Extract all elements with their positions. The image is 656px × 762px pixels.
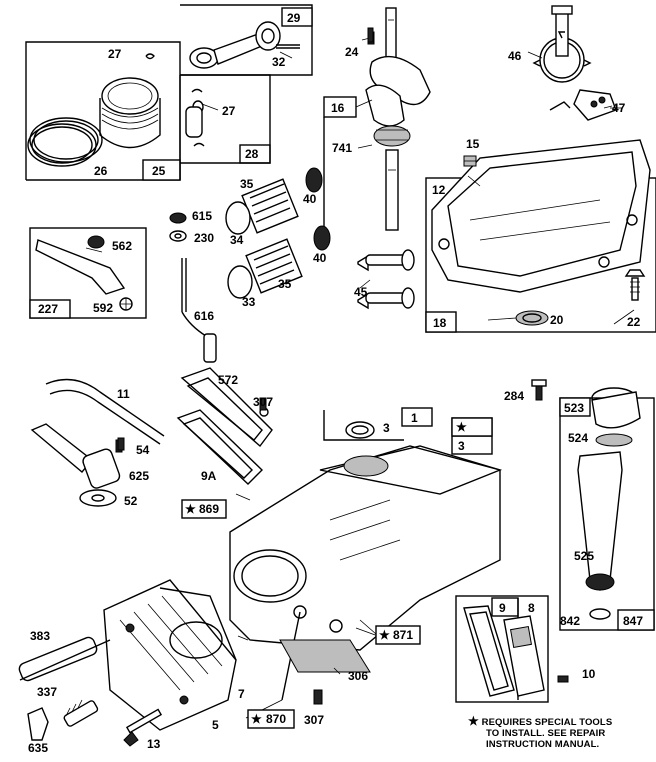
label-40-lower: 40 <box>313 251 327 265</box>
label-11: 11 <box>117 387 130 401</box>
label-25: 25 <box>152 164 166 178</box>
label-635: 635 <box>28 741 48 755</box>
fasteners-group <box>117 27 543 705</box>
label-13: 13 <box>147 737 161 751</box>
label-24: 24 <box>345 45 359 59</box>
label-26: 26 <box>94 164 108 178</box>
label-842: 842 <box>560 614 580 628</box>
crankshaft-group <box>323 7 431 240</box>
label-28: 28 <box>245 147 259 161</box>
label-52: 52 <box>124 494 138 508</box>
label-525: 525 <box>574 549 594 563</box>
label-869: 869 <box>199 502 219 516</box>
special-tool-boxes: ★ ★ 869 ★ 871 ★ 870 <box>181 417 493 729</box>
valves-group <box>169 167 331 299</box>
label-572: 572 <box>218 373 238 387</box>
label-54: 54 <box>136 443 150 457</box>
breather-group <box>455 595 569 703</box>
tool-group <box>29 227 147 319</box>
label-307-lower: 307 <box>304 713 324 727</box>
label-46: 46 <box>508 49 522 63</box>
label-871: 871 <box>393 628 413 642</box>
label-35-lower: 35 <box>278 277 292 291</box>
label-10: 10 <box>582 667 596 681</box>
label-337: 337 <box>37 685 57 699</box>
note-line-2: TO INSTALL. SEE REPAIR <box>486 728 606 739</box>
label-27-top: 27 <box>108 47 122 61</box>
label-284: 284 <box>504 389 524 403</box>
label-562: 562 <box>112 239 132 253</box>
cam-gear-group <box>532 5 622 121</box>
label-15: 15 <box>466 137 480 151</box>
label-27-lower: 27 <box>222 104 236 118</box>
label-847: 847 <box>623 614 643 628</box>
label-615: 615 <box>192 209 212 223</box>
label-22: 22 <box>627 315 641 329</box>
label-227: 227 <box>38 302 58 316</box>
label-9a: 9A <box>201 469 217 483</box>
label-616: 616 <box>194 309 214 323</box>
label-35-top: 35 <box>240 177 254 191</box>
label-16: 16 <box>331 101 345 115</box>
sump-group <box>425 139 656 333</box>
label-40-top: 40 <box>303 192 317 206</box>
note-line-1: REQUIRES SPECIAL TOOLS <box>481 717 613 728</box>
label-307-top: 307 <box>253 395 273 409</box>
label-8: 8 <box>528 601 535 615</box>
label-18: 18 <box>433 316 447 330</box>
label-34: 34 <box>230 233 244 247</box>
label-29: 29 <box>287 11 301 25</box>
label-32: 32 <box>272 55 286 69</box>
label-12: 12 <box>432 183 446 197</box>
label-870: 870 <box>266 712 286 726</box>
label-383: 383 <box>30 629 50 643</box>
note-star: ★ <box>468 714 479 728</box>
tappets-group <box>357 249 415 310</box>
label-3-top: 3 <box>383 421 390 435</box>
special-tools-note: ★ REQUIRES SPECIAL TOOLS TO INSTALL. SEE… <box>468 714 654 750</box>
label-230: 230 <box>194 231 214 245</box>
label-306: 306 <box>348 669 368 683</box>
label-7: 7 <box>238 687 245 701</box>
dipstick-group <box>181 258 217 363</box>
oil-fill-group <box>531 379 655 631</box>
label-47: 47 <box>612 101 626 115</box>
label-33: 33 <box>242 295 256 309</box>
star-871: ★ <box>379 628 390 642</box>
star-870: ★ <box>251 712 262 726</box>
star-869: ★ <box>185 502 196 516</box>
label-9: 9 <box>499 601 506 615</box>
note-line-3: INSTRUCTION MANUAL. <box>486 739 600 750</box>
piston-assembly-group <box>25 4 313 181</box>
label-523: 523 <box>564 401 584 415</box>
label-741: 741 <box>332 141 352 155</box>
label-20: 20 <box>550 313 564 327</box>
label-625: 625 <box>129 469 149 483</box>
label-45: 45 <box>354 285 368 299</box>
label-1: 1 <box>411 411 418 425</box>
gaskets-group <box>176 367 273 485</box>
label-592: 592 <box>93 301 113 315</box>
cylinder-head-group <box>18 579 237 747</box>
label-5: 5 <box>212 718 219 732</box>
label-3-right: 3 <box>458 439 465 453</box>
label-524: 524 <box>568 431 588 445</box>
star-2: ★ <box>456 420 467 434</box>
